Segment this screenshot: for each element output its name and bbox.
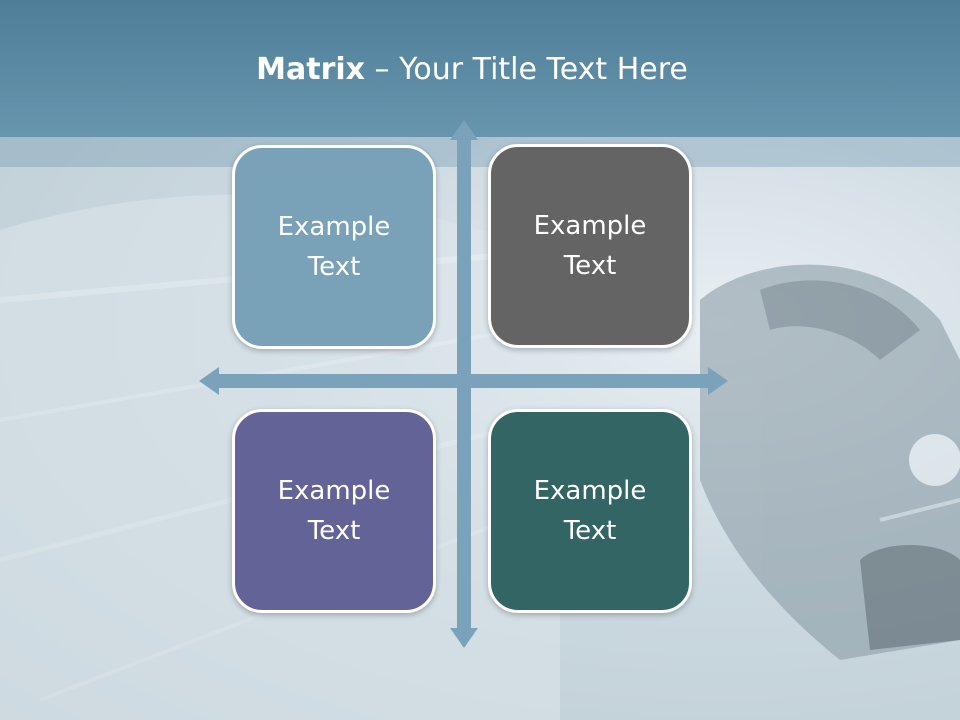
matrix-cell-bottom-left[interactable]: Example Text [232, 409, 436, 613]
cell-text: Example Text [533, 476, 647, 546]
title-bar-shadow-strip [0, 137, 960, 167]
matrix-cell-top-right[interactable]: Example Text [488, 144, 692, 348]
cell-text: Example Text [533, 211, 647, 281]
vertical-axis-arrow-down [450, 628, 478, 648]
slide-title[interactable]: Matrix – Your Title Text Here [0, 50, 944, 90]
matrix-cell-top-left[interactable]: Example Text [232, 145, 436, 349]
matrix-cell-bottom-right[interactable]: Example Text [488, 409, 692, 613]
cell-text: Example Text [277, 476, 391, 546]
title-bar [0, 0, 960, 137]
cell-text: Example Text [277, 212, 391, 282]
vertical-axis-arrow-up [450, 120, 478, 140]
horizontal-axis [214, 374, 712, 388]
car-silhouette [700, 264, 960, 660]
horizontal-axis-arrow-right [708, 367, 728, 395]
title-bold-part: Matrix [256, 52, 366, 87]
title-regular-part: – Your Title Text Here [365, 52, 688, 87]
horizontal-axis-arrow-left [199, 367, 219, 395]
